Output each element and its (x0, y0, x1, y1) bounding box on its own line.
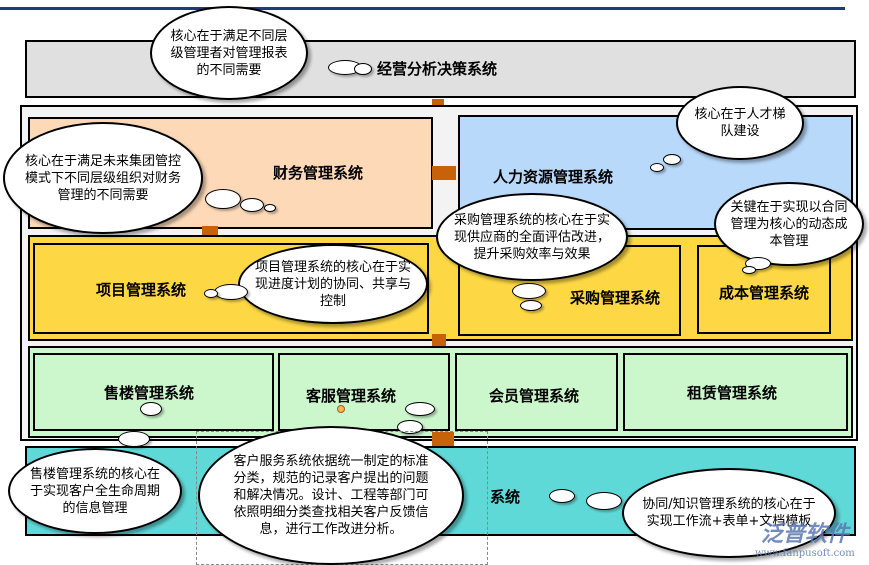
thought-bubble (512, 283, 546, 299)
thought-bubble (397, 420, 423, 434)
thought-bubble (204, 289, 218, 298)
arrow-icon (432, 432, 454, 446)
thought-bubble (264, 204, 276, 212)
finance-system-label: 财务管理系统 (273, 164, 364, 182)
thought-bubble (405, 402, 435, 416)
decision-system-label: 经营分析决策系统 (377, 60, 498, 78)
hr-note-cloud: 核心在于人才梯队建设 (676, 86, 804, 160)
thought-bubble (118, 431, 150, 447)
watermark-logo: 泛普软件 www.fanpusoft.com (755, 522, 855, 559)
top-rule (0, 7, 845, 10)
sales-system-box[interactable] (33, 353, 274, 431)
rental-system-box[interactable] (623, 353, 848, 431)
thought-bubble (354, 63, 372, 75)
sales-system-label: 售楼管理系统 (104, 384, 195, 402)
member-system-label: 会员管理系统 (489, 387, 580, 405)
thought-bubble (742, 266, 756, 274)
arrow-icon (432, 166, 456, 180)
customer-service-note-cloud: 客户服务系统依据统一制定的标准分类，规范的记录客户提出的问题和解决情况。设计、工… (198, 426, 464, 565)
rotation-handle[interactable] (337, 405, 345, 413)
thought-bubble (663, 154, 681, 165)
sales-note-cloud: 售楼管理系统的核心在于实现客户全生命周期的信息管理 (8, 448, 182, 534)
project-note-cloud: 项目管理系统的核心在于实现进度计划的协同、共享与控制 (238, 244, 428, 324)
customer-service-system-label: 客服管理系统 (306, 387, 397, 405)
collab-note-cloud: 协同/知识管理系统的核心在于实现工作流+表单+文档模板 (622, 468, 836, 558)
thought-bubble (650, 163, 664, 172)
thought-bubble (214, 284, 248, 300)
cost-note-cloud: 关键在于实现以合同管理为核心的动态成本管理 (714, 182, 864, 266)
hr-system-label: 人力资源管理系统 (493, 168, 614, 186)
project-system-label: 项目管理系统 (96, 281, 187, 299)
thought-bubble (240, 198, 264, 212)
collab-system-label-partial: 系统 (490, 488, 521, 506)
procurement-note-cloud: 采购管理系统的核心在于实现供应商的全面评估改进，提升采购效率与效果 (436, 193, 628, 281)
procurement-system-label: 采购管理系统 (570, 289, 661, 307)
thought-bubble (140, 402, 162, 416)
arrow-icon (432, 334, 446, 348)
thought-bubble (549, 489, 575, 503)
thought-bubble (586, 492, 622, 510)
rental-system-label: 租赁管理系统 (687, 384, 778, 402)
thought-bubble (205, 189, 241, 209)
decision-note-cloud: 核心在于满足不同层级管理者对管理报表的不同需要 (150, 6, 308, 100)
thought-bubble (520, 300, 542, 311)
cost-system-label: 成本管理系统 (719, 284, 810, 302)
member-system-box[interactable] (455, 353, 618, 431)
finance-note-cloud: 核心在于满足未来集团管控模式下不同层级组织对财务管理的不同需要 (3, 122, 203, 234)
